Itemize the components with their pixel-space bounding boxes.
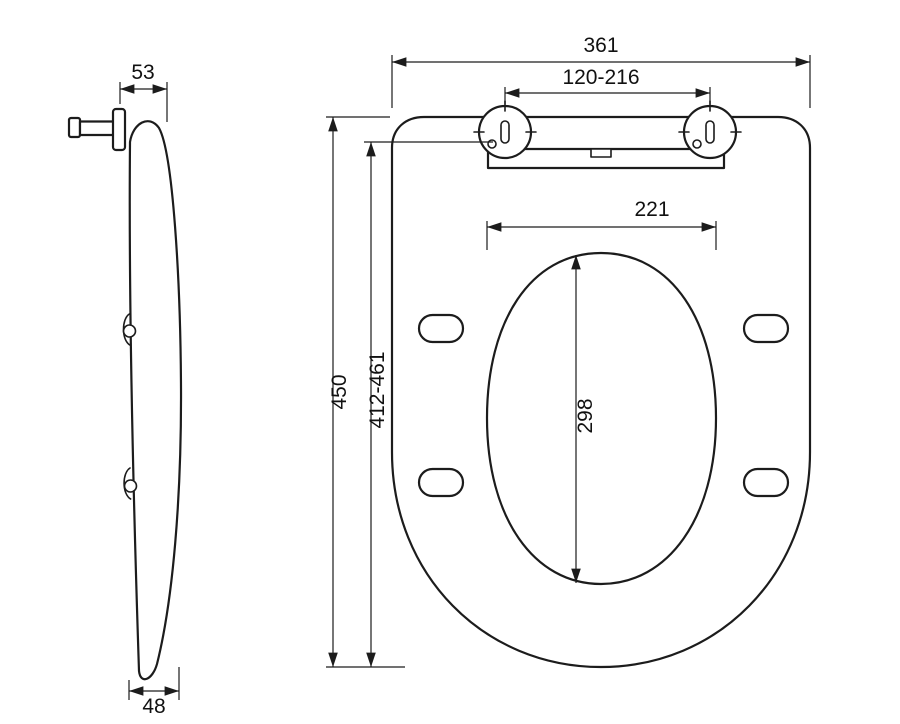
hinge-left-screw [487,139,497,149]
dim-side-bottom-width: 48 [128,667,180,718]
dim-label-overall-width: 361 [583,34,618,57]
side-bumper-bottom-fixing [123,479,138,493]
dim-overall-width: 361 [391,34,811,108]
hinge-right-body [682,104,738,160]
dim-label-side-top-width: 53 [131,61,154,84]
bumper-slot-top-left [417,313,465,344]
hinge-left-body [477,104,533,160]
hinge-plate [111,107,127,152]
hinge-pin-cap [67,116,82,139]
dim-label-inner-opening-length: 298 [574,398,597,433]
dimensions: 53 48 361 120-216 221 [119,34,811,718]
dim-inner-opening-width: 221 [486,198,717,250]
seat-inner-opening [485,251,718,586]
dim-inner-opening-length: 298 [571,254,597,583]
bumper-slot-top-right [742,313,790,344]
dim-side-top-width: 53 [119,61,168,122]
hinge-right-screw [692,139,702,149]
dim-label-installation-length: 412-461 [366,351,389,428]
hinge-right-slot [705,120,715,144]
hinge-pin-arm [78,120,117,137]
bumper-slot-bottom-left [417,467,465,498]
seat-outer-contour [390,115,812,669]
side-bumper-top-fixing [122,324,137,338]
dim-overall-length: 450 [326,116,405,668]
dim-hinge-hole-spacing: 120-216 [504,66,711,104]
hinge-left [473,100,537,160]
dim-installation-length: 412-461 [364,141,493,667]
top-view [390,100,812,669]
hinge-bar-notch [590,148,612,158]
seat-side-profile [128,120,183,681]
dim-label-hinge-hole-spacing: 120-216 [562,66,639,89]
side-bumper-bottom [123,467,132,500]
dim-label-overall-length: 450 [328,374,351,409]
side-view [67,107,183,681]
hinge-right [678,100,742,160]
bumper-slot-bottom-right [742,467,790,498]
dim-label-inner-opening-width: 221 [634,198,669,221]
dim-label-side-bottom-width: 48 [142,695,165,718]
hinge-left-slot [500,120,510,144]
